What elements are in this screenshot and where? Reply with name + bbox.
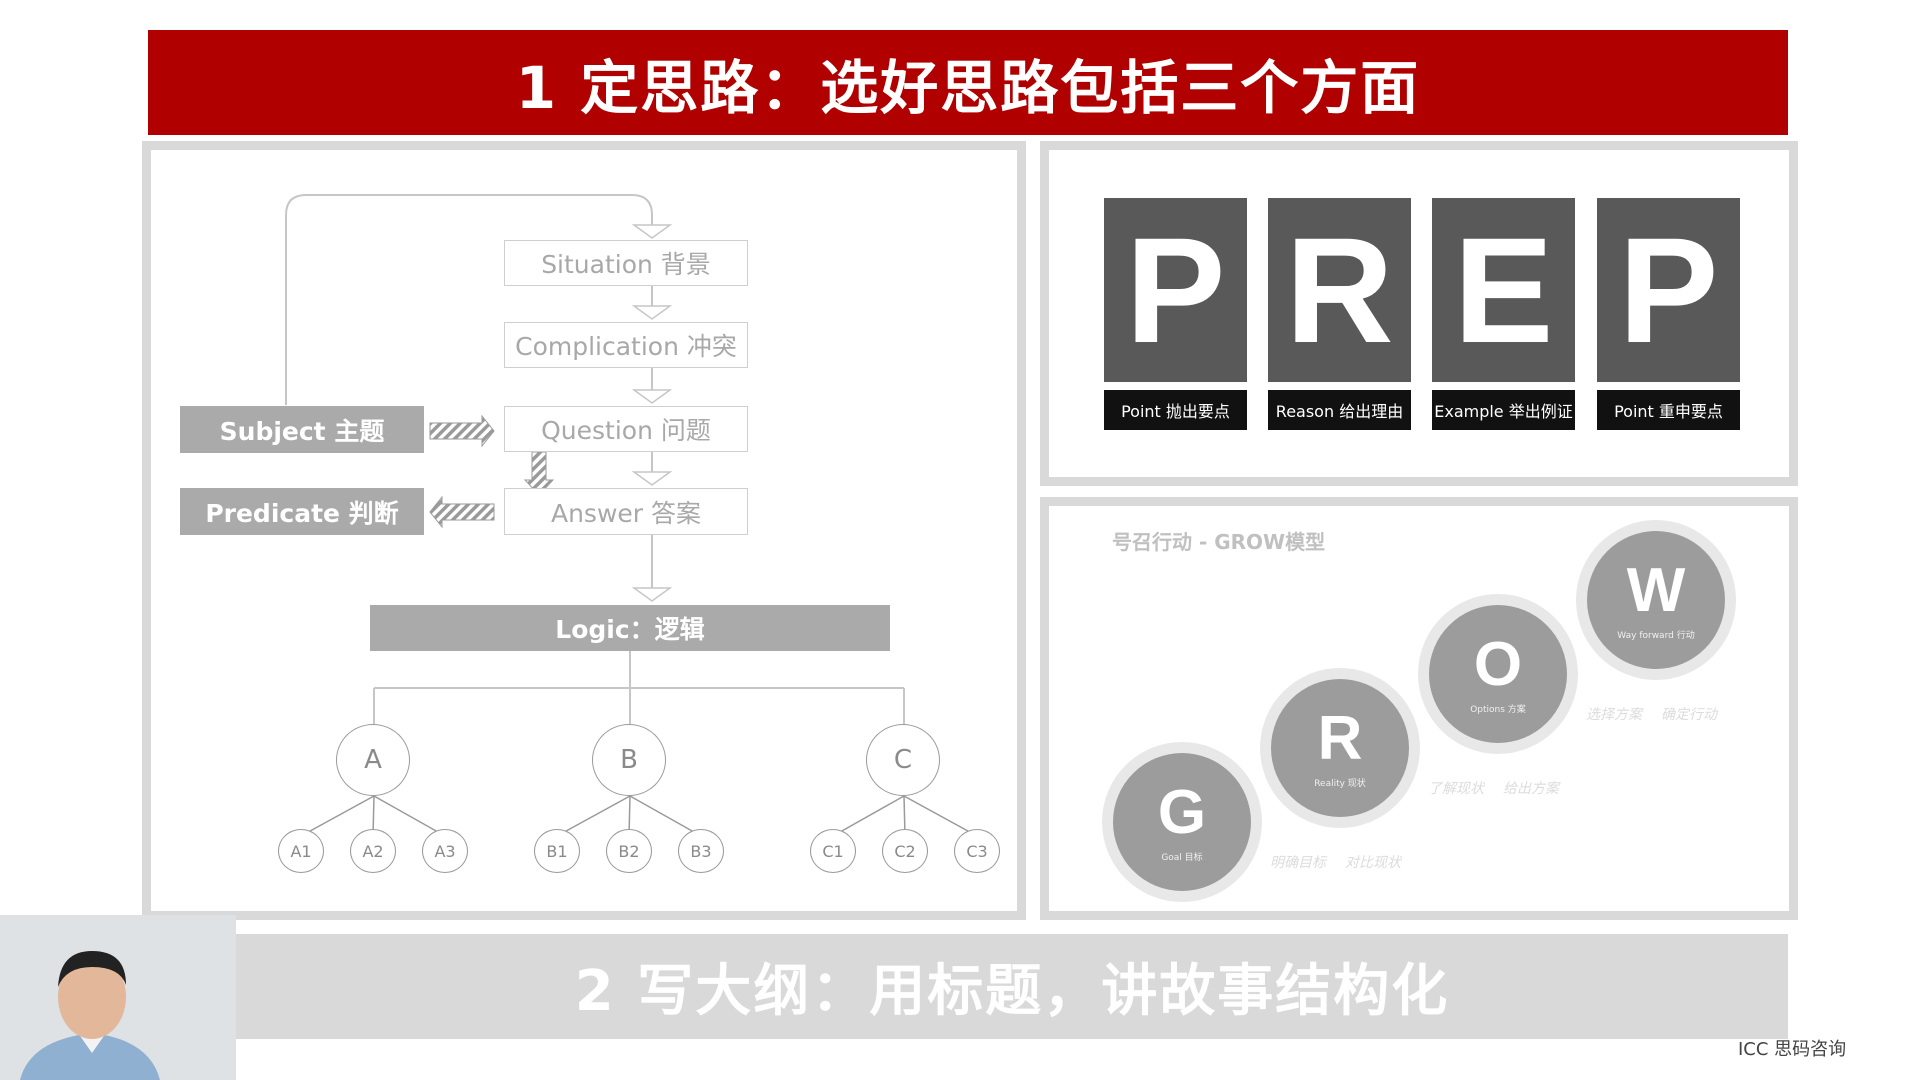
brand-watermark: ICC 思码咨询 xyxy=(1738,1039,1847,1060)
grow-r-text2: 给出方案 xyxy=(1503,781,1559,797)
slide-title: 1 定思路：选好思路包括三个方面 xyxy=(515,53,1421,122)
grow-circle-r: R Reality 现状 xyxy=(1260,668,1420,828)
prep-tile-r: R xyxy=(1268,198,1411,382)
prep-tile-p1: P xyxy=(1104,198,1247,382)
node-b3: B3 xyxy=(678,829,724,873)
situation-box: Situation 背景 xyxy=(504,240,748,286)
node-a: A xyxy=(336,724,410,796)
node-c2: C2 xyxy=(882,829,928,873)
node-c1: C1 xyxy=(810,829,856,873)
node-c3: C3 xyxy=(954,829,1000,873)
node-b2: B2 xyxy=(606,829,652,873)
grow-circle-o: O Options 方案 xyxy=(1418,594,1578,754)
question-box: Question 问题 xyxy=(504,406,748,452)
section2-title: 2 写大纲：用标题，讲故事结构化 xyxy=(574,959,1450,1024)
answer-box: Answer 答案 xyxy=(504,488,748,535)
grow-g-text1: 明确目标 xyxy=(1270,855,1326,871)
node-a1: A1 xyxy=(278,829,324,873)
grow-circle-w: W Way forward 行动 xyxy=(1576,520,1736,680)
presenter-webcam xyxy=(0,915,236,1080)
presenter-figure xyxy=(0,915,236,1080)
grow-r-text1: 了解现状 xyxy=(1428,781,1484,797)
grow-g-text2: 对比现状 xyxy=(1345,855,1401,871)
complication-box: Complication 冲突 xyxy=(504,322,748,368)
node-a3: A3 xyxy=(422,829,468,873)
node-c: C xyxy=(866,724,940,796)
prep-tile-p2: P xyxy=(1597,198,1740,382)
node-a2: A2 xyxy=(350,829,396,873)
node-b: B xyxy=(592,724,666,796)
subject-box: Subject 主题 xyxy=(180,406,424,453)
node-b1: B1 xyxy=(534,829,580,873)
prep-label-r: Reason 给出理由 xyxy=(1268,390,1411,430)
logic-bar: Logic：逻辑 xyxy=(370,605,890,651)
grow-title: 号召行动 - GROW模型 xyxy=(1112,530,1326,554)
prep-label-p2: Point 重申要点 xyxy=(1597,390,1740,430)
section2-bar: 2 写大纲：用标题，讲故事结构化 xyxy=(236,934,1788,1039)
prep-tile-e: E xyxy=(1432,198,1575,382)
grow-circle-g: G Goal 目标 xyxy=(1102,742,1262,902)
prep-label-e: Example 举出例证 xyxy=(1432,390,1575,430)
predicate-box: Predicate 判断 xyxy=(180,488,424,535)
grow-o-text2: 确定行动 xyxy=(1661,707,1717,723)
prep-label-p1: Point 抛出要点 xyxy=(1104,390,1247,430)
title-bar: 1 定思路：选好思路包括三个方面 xyxy=(148,30,1788,135)
grow-o-text1: 选择方案 xyxy=(1586,707,1642,723)
